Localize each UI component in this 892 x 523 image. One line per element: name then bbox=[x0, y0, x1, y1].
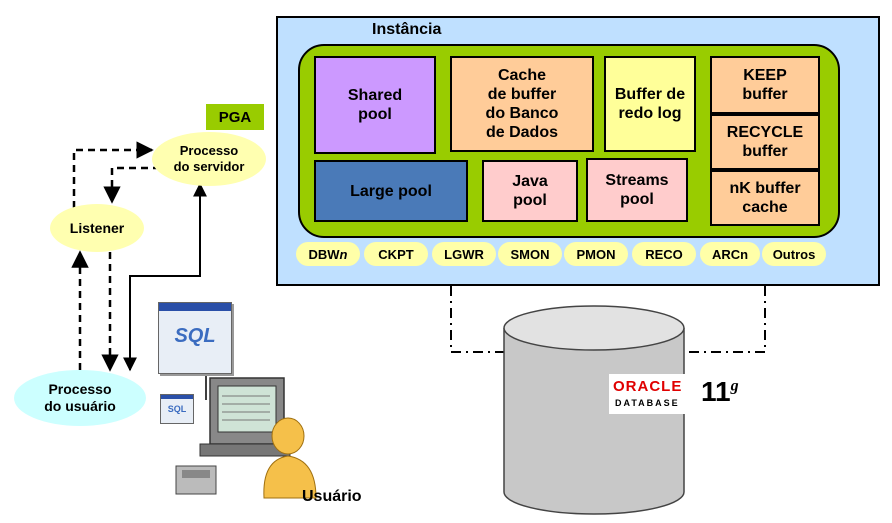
computer-user-illustration bbox=[175, 377, 317, 499]
oracle-logo: ORACLE DATABASE 11g bbox=[609, 374, 753, 414]
process-reco: RECO bbox=[632, 242, 696, 266]
shared-pool: Shared pool bbox=[314, 56, 436, 154]
nk-buffer-cache: nK buffer cache bbox=[710, 170, 820, 226]
instance-title: Instância bbox=[372, 21, 442, 38]
instance-db-link-left bbox=[450, 286, 520, 353]
recycle-buffer: RECYCLE buffer bbox=[710, 114, 820, 170]
process-outros: Outros bbox=[762, 242, 826, 266]
user-process: Processo do usuário bbox=[14, 370, 146, 426]
pga-label: PGA bbox=[206, 104, 264, 130]
process-smon: SMON bbox=[498, 242, 562, 266]
oracle-version: 11 bbox=[701, 376, 731, 407]
java-pool: Java pool bbox=[482, 160, 578, 222]
server-to-listener bbox=[103, 166, 160, 204]
oracle-brand: ORACLE bbox=[613, 378, 683, 395]
process-lgwr: LGWR bbox=[432, 242, 496, 266]
streams-pool: Streams pool bbox=[586, 158, 688, 222]
process-ckpt: CKPT bbox=[364, 242, 428, 266]
listener-to-server bbox=[72, 141, 154, 208]
sql-large-text: SQL bbox=[174, 325, 216, 347]
user-label: Usuário bbox=[302, 488, 362, 505]
oracle-sub: DATABASE bbox=[615, 398, 680, 408]
user-head-icon bbox=[271, 417, 305, 455]
keep-buffer: KEEP buffer bbox=[710, 56, 820, 114]
database-buffer-cache: Cache de buffer do Banco de Dados bbox=[450, 56, 594, 152]
sql-window-small: SQL bbox=[160, 394, 194, 424]
redo-log-buffer: Buffer de redo log bbox=[604, 56, 696, 152]
user-server-link bbox=[123, 182, 207, 372]
sql-small-text: SQL bbox=[167, 404, 187, 414]
user-body-icon bbox=[263, 455, 317, 499]
process-pmon: PMON bbox=[564, 242, 628, 266]
listener: Listener bbox=[50, 204, 144, 252]
sql-window-large: SQL bbox=[158, 302, 232, 374]
server-process: Processo do servidor bbox=[152, 132, 266, 186]
oracle-version-g: g bbox=[730, 377, 739, 395]
process-arcn: ARCn bbox=[700, 242, 760, 266]
large-pool: Large pool bbox=[314, 160, 468, 222]
instance-db-link-right bbox=[672, 286, 766, 353]
